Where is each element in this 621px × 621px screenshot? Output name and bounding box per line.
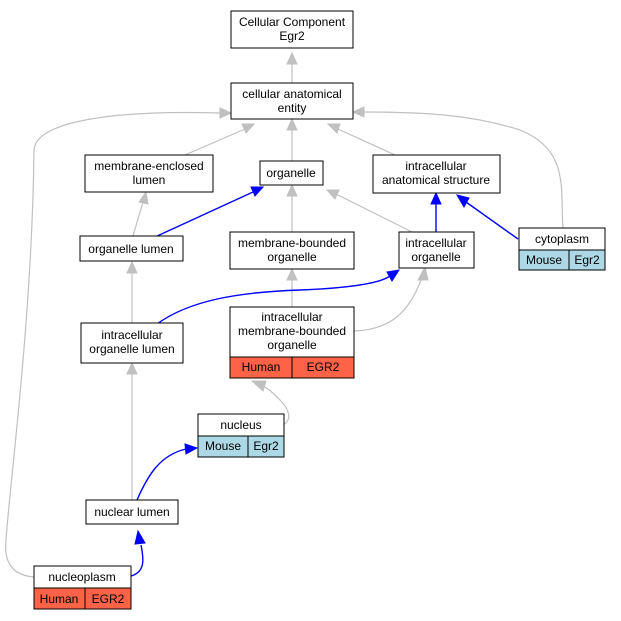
gene-badge — [84, 587, 132, 610]
node-label: Egr2 — [279, 29, 305, 43]
edge-io-to-organelle — [335, 193, 413, 233]
arrowhead — [286, 267, 298, 281]
node-label: entity — [278, 101, 307, 115]
node-label: lumen — [133, 173, 166, 187]
edge-cytoplasm-to-entity — [363, 111, 564, 229]
arrowhead — [286, 117, 298, 131]
node-label: organelle lumen — [88, 242, 173, 256]
arrowhead — [286, 51, 298, 65]
gene-badge — [291, 356, 355, 379]
arrowhead — [250, 186, 265, 197]
arrowhead — [386, 269, 401, 282]
node-organelle-lumen[interactable]: organelle lumen — [79, 235, 184, 262]
arrowhead — [325, 189, 340, 200]
arrowhead — [286, 183, 298, 197]
node-label: membrane-bounded — [238, 236, 346, 250]
node-label: cellular anatomical — [242, 87, 341, 101]
gene-label: Egr2 — [253, 439, 279, 453]
node-nucleus[interactable]: nucleus Mouse Egr2 — [197, 413, 285, 458]
node-label: nucleoplasm — [48, 570, 115, 584]
edge-ias-to-entity — [337, 128, 396, 156]
species-label: Mouse — [205, 439, 241, 453]
node-organelle[interactable]: organelle — [259, 160, 324, 186]
arrowhead — [455, 194, 470, 209]
arrowhead — [184, 443, 199, 455]
node-label: membrane-enclosed — [94, 159, 203, 173]
node-label: nucleus — [220, 418, 261, 432]
edge-iol-to-io — [156, 275, 391, 325]
node-label: intracellular — [261, 310, 322, 324]
node-cellular-anatomical-entity[interactable]: cellular anatomical entity — [230, 82, 354, 120]
node-label: intracellular — [101, 328, 162, 342]
gene-badge — [568, 249, 606, 271]
edge-mel-to-entity — [184, 128, 246, 156]
edge-nl-to-nucleus — [136, 448, 187, 501]
species-label: Human — [40, 592, 79, 606]
edge-imbo-to-io — [353, 276, 423, 332]
node-membrane-enclosed-lumen[interactable]: membrane-enclosed lumen — [84, 154, 214, 193]
node-intracellular-membrane-bounded-organelle[interactable]: intracellular membrane-bounded organelle… — [229, 306, 355, 379]
edge-nucleus-to-imbo — [261, 385, 290, 426]
node-membrane-bounded-organelle[interactable]: membrane-bounded organelle — [229, 231, 355, 270]
node-nucleoplasm[interactable]: nucleoplasm Human EGR2 — [33, 565, 132, 610]
arrowhead — [134, 529, 146, 545]
node-label: cytoplasm — [535, 232, 589, 246]
edge-ol-to-mel — [132, 201, 144, 237]
node-intracellular-organelle-lumen[interactable]: intracellular organelle lumen — [80, 322, 184, 364]
edge-nucleoplasm-to-nl — [130, 544, 144, 577]
node-cytoplasm[interactable]: cytoplasm Mouse Egr2 — [518, 227, 606, 271]
species-label: Mouse — [526, 253, 562, 267]
node-intracellular-organelle[interactable]: intracellular organelle — [398, 231, 475, 269]
arrowhead — [326, 123, 341, 134]
edges-default — [5, 51, 564, 578]
edges-highlight — [130, 186, 519, 577]
arrowhead — [241, 123, 256, 134]
node-nuclear-lumen[interactable]: nuclear lumen — [85, 499, 179, 525]
species-label: Human — [242, 360, 281, 374]
arrowhead — [351, 106, 365, 118]
edge-ol-to-organelle — [154, 191, 254, 238]
gene-badge — [247, 435, 285, 458]
node-label: organelle — [267, 250, 317, 264]
gene-label: Egr2 — [574, 253, 600, 267]
node-label: nuclear lumen — [94, 505, 169, 519]
gene-label: EGR2 — [307, 360, 340, 374]
node-label: organelle — [267, 338, 317, 352]
node-label: anatomical structure — [382, 173, 490, 187]
edge-nucleoplasm-to-entity — [5, 111, 221, 578]
arrowhead — [126, 361, 138, 375]
arrowhead — [430, 191, 442, 205]
arrowhead — [138, 190, 149, 205]
arrowhead — [417, 265, 429, 281]
arrowhead — [219, 107, 233, 119]
node-cellular-component[interactable]: Cellular Component Egr2 — [230, 10, 354, 49]
node-label: membrane-bounded — [238, 324, 346, 338]
arrowhead — [250, 380, 267, 392]
node-label: organelle — [266, 166, 316, 180]
arrowhead — [126, 260, 138, 274]
node-label: intracellular — [405, 236, 466, 250]
node-label: organelle — [411, 250, 461, 264]
node-label: intracellular — [405, 159, 466, 173]
node-label: organelle lumen — [89, 342, 174, 356]
node-intracellular-anatomical-structure[interactable]: intracellular anatomical structure — [372, 154, 501, 194]
node-label: Cellular Component — [239, 15, 346, 29]
gene-label: EGR2 — [92, 592, 125, 606]
edge-cytoplasm-to-ias — [465, 201, 519, 240]
